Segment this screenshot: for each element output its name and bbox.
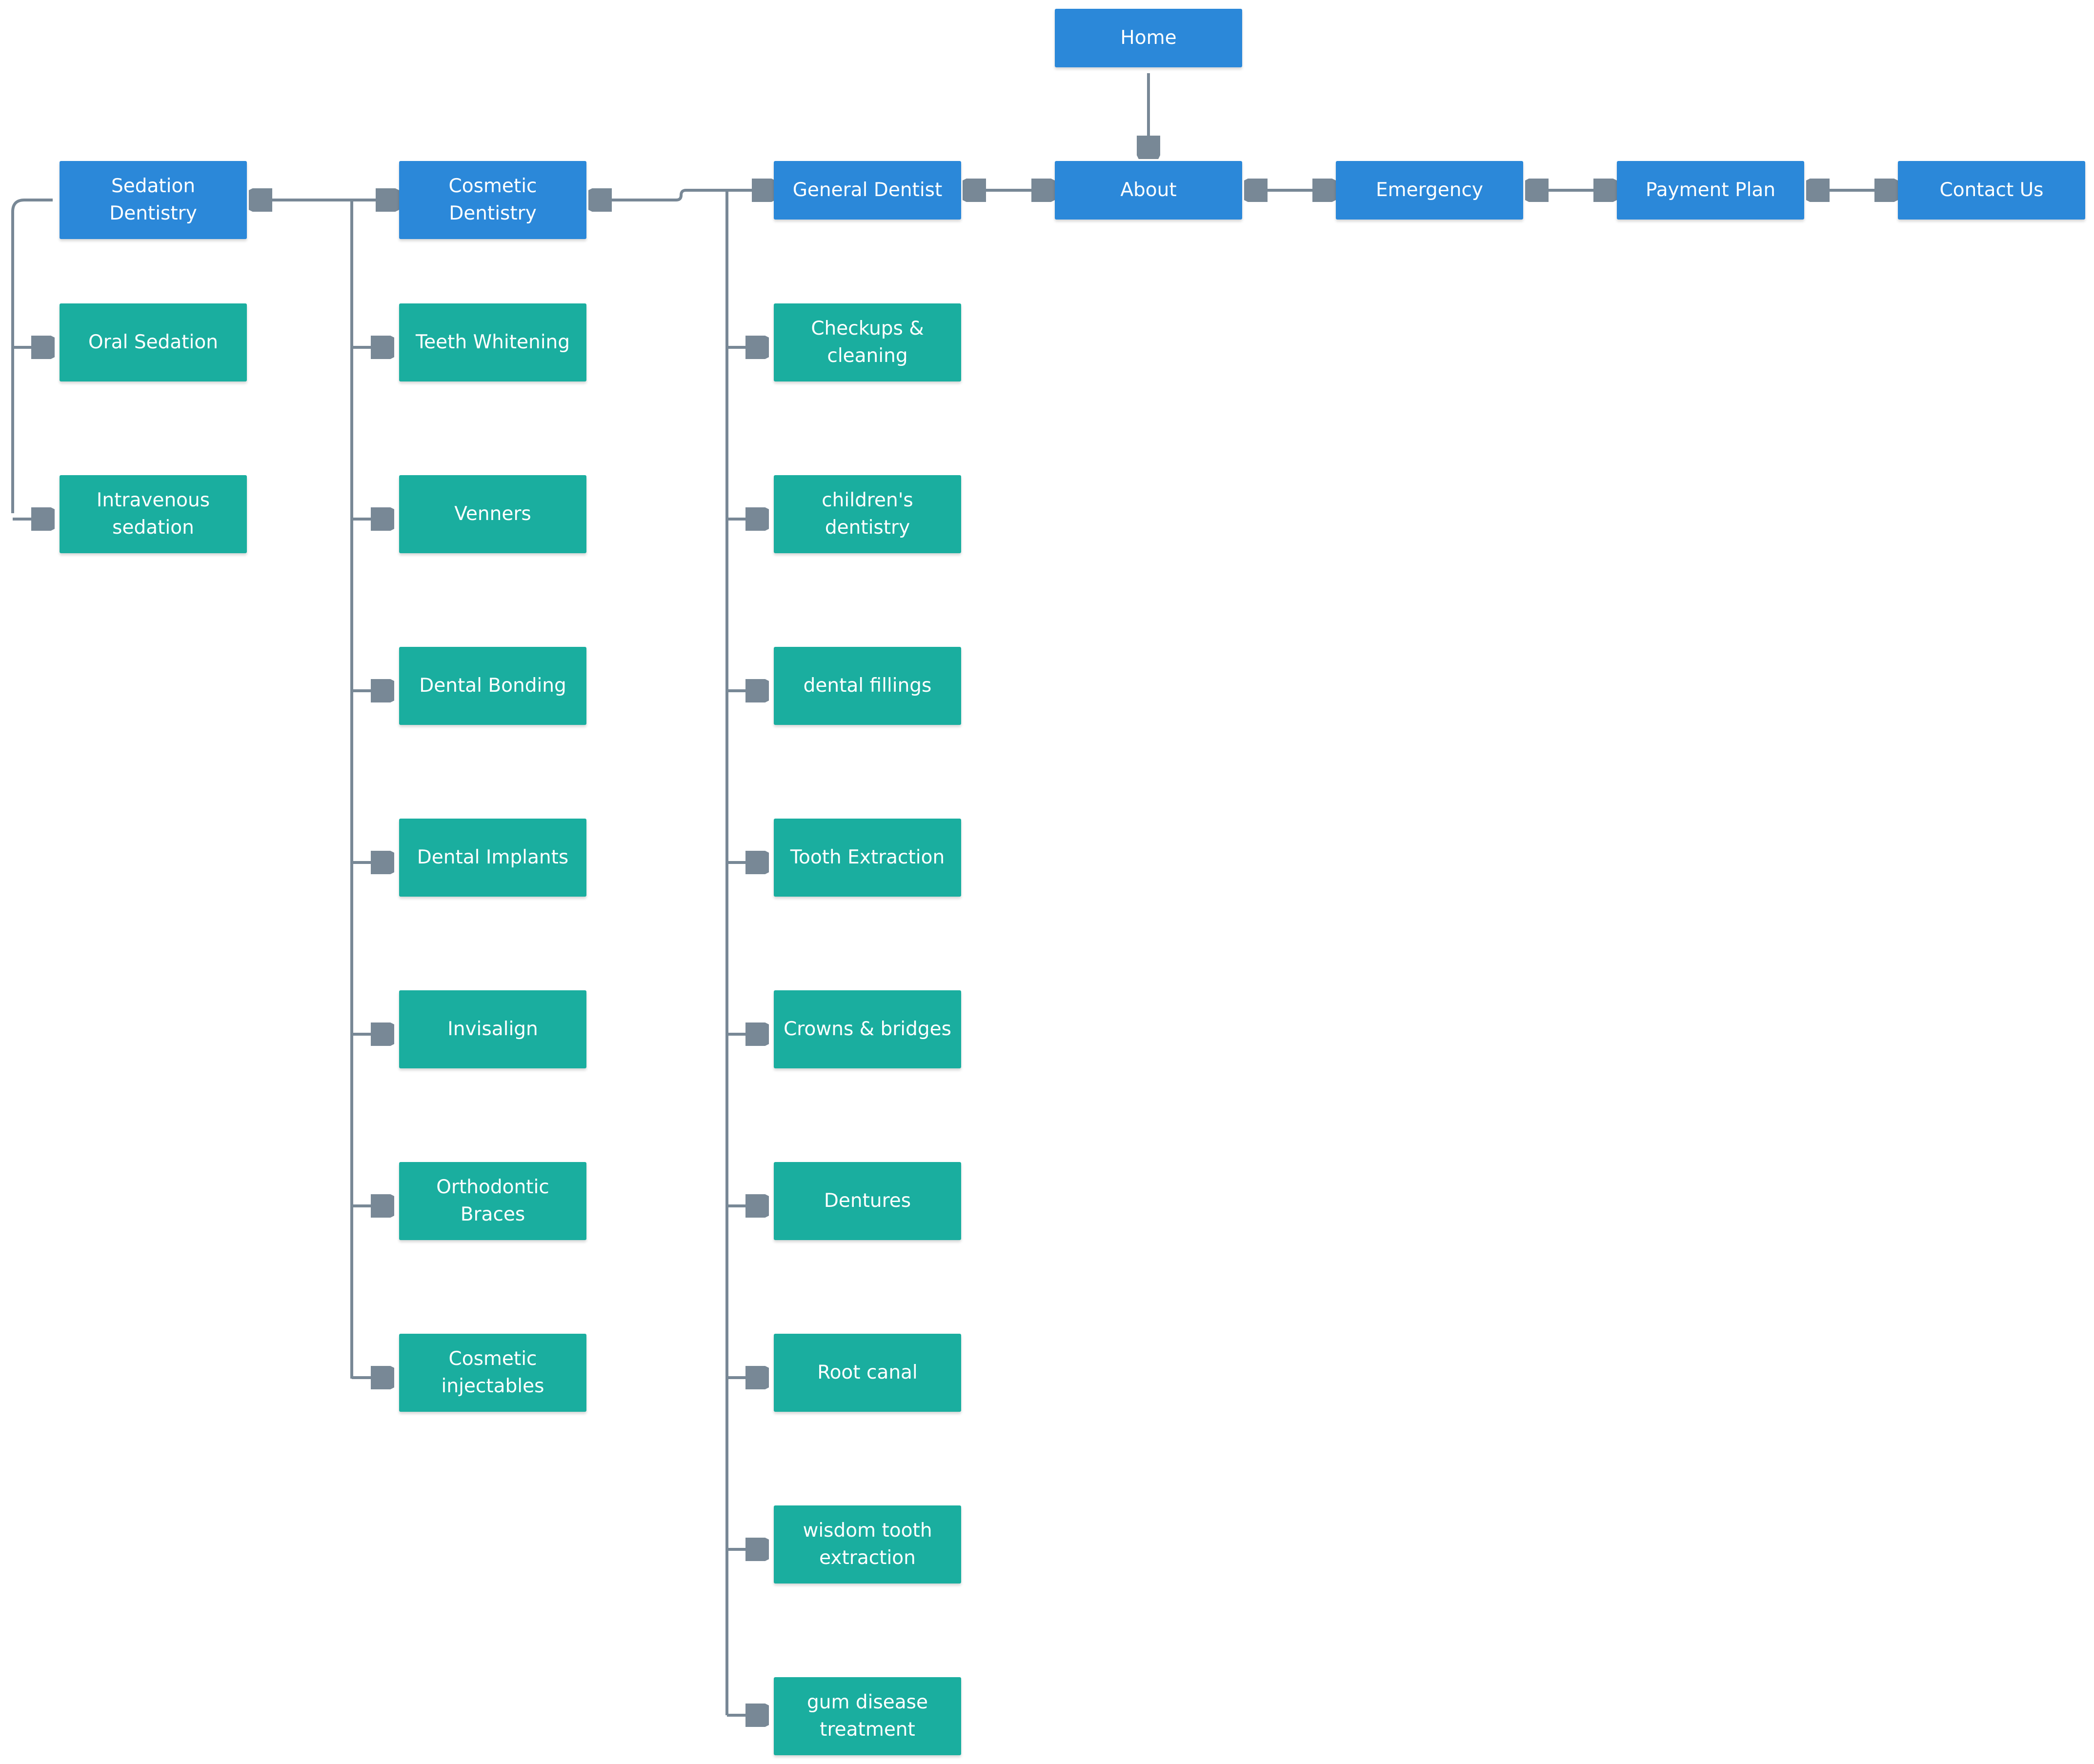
general-item-node[interactable]: children's dentistry: [774, 475, 961, 553]
sedation-dentistry-node[interactable]: Sedation Dentistry: [60, 161, 247, 239]
general-item-node[interactable]: wisdom tooth extraction: [774, 1505, 961, 1584]
general-item-node[interactable]: dental fillings: [774, 647, 961, 725]
connector-cosmetic-general: [594, 190, 769, 200]
general-item-node[interactable]: Checkups & cleaning: [774, 303, 961, 381]
cosmetic-item-node[interactable]: Cosmetic injectables: [399, 1334, 586, 1412]
trunk-sedation: [11, 199, 53, 513]
cosmetic-item-node[interactable]: Invisalign: [399, 990, 586, 1068]
sedation-item-node[interactable]: Oral Sedation: [60, 303, 247, 381]
contact-us-node[interactable]: Contact Us: [1898, 161, 2085, 220]
general-item-node[interactable]: Dentures: [774, 1162, 961, 1240]
general-item-node[interactable]: Root canal: [774, 1334, 961, 1412]
branch-connectors: [13, 347, 763, 1715]
cosmetic-item-node[interactable]: Venners: [399, 475, 586, 553]
general-item-node[interactable]: gum disease treatment: [774, 1677, 961, 1755]
emergency-node[interactable]: Emergency: [1336, 161, 1523, 220]
cosmetic-item-node[interactable]: Dental Bonding: [399, 647, 586, 725]
cosmetic-item-node[interactable]: Orthodontic Braces: [399, 1162, 586, 1240]
cosmetic-item-node[interactable]: Teeth Whitening: [399, 303, 586, 381]
general-item-node[interactable]: Crowns & bridges: [774, 990, 961, 1068]
cosmetic-dentistry-node[interactable]: Cosmetic Dentistry: [399, 161, 586, 239]
cosmetic-item-node[interactable]: Dental Implants: [399, 819, 586, 897]
payment-plan-node[interactable]: Payment Plan: [1617, 161, 1804, 220]
general-dentist-node[interactable]: General Dentist: [774, 161, 961, 220]
sedation-item-node[interactable]: Intravenous sedation: [60, 475, 247, 553]
home-node[interactable]: Home: [1055, 9, 1242, 67]
general-item-node[interactable]: Tooth Extraction: [774, 819, 961, 897]
about-node[interactable]: About: [1055, 161, 1242, 220]
